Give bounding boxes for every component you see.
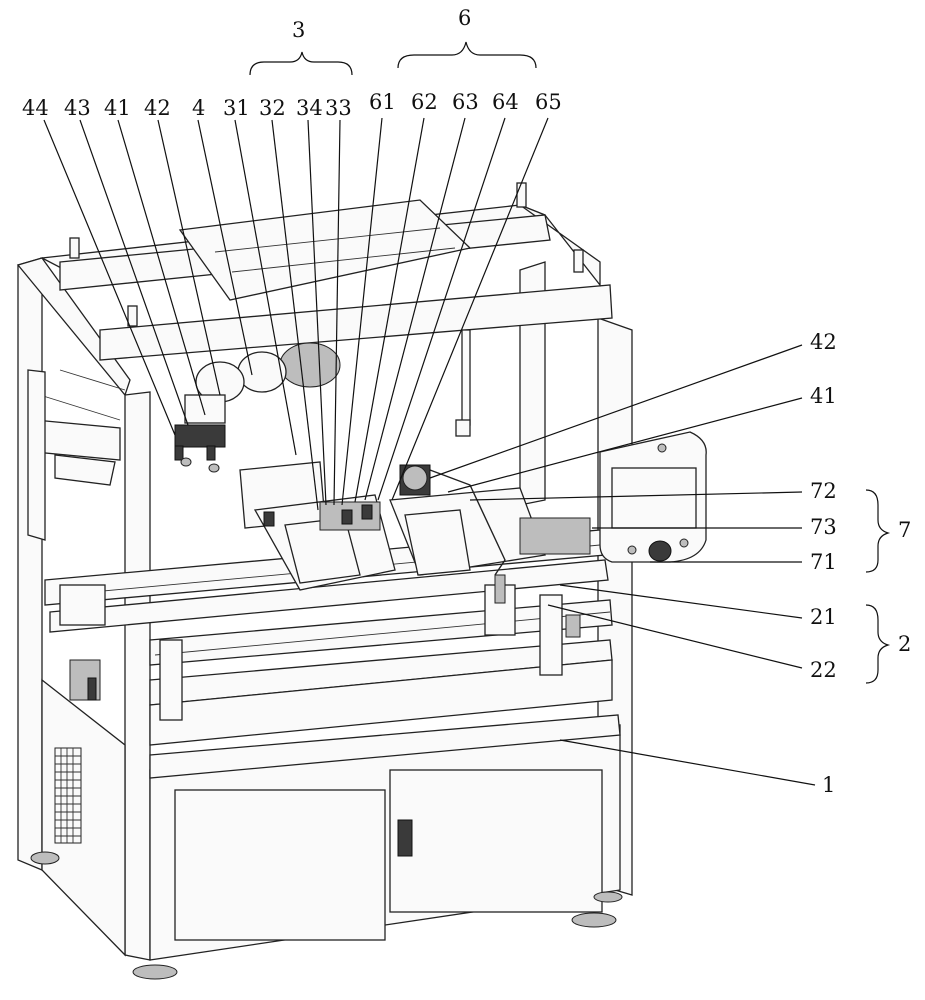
callout-33: 33 [325, 96, 352, 120]
leader-lines [43, 117, 816, 786]
callout-4: 4 [192, 96, 206, 120]
machine-frame [16, 182, 633, 980]
callout-71: 71 [810, 550, 837, 574]
callout-62: 62 [411, 90, 438, 114]
callout-43: 43 [64, 96, 91, 120]
callout-44: 44 [22, 96, 49, 120]
callout-65: 65 [535, 90, 562, 114]
callout-42-right: 42 [810, 330, 837, 354]
callout-41-top: 41 [104, 96, 131, 120]
vent-grid [54, 747, 82, 844]
callout-31: 31 [223, 96, 250, 120]
group-brackets [249, 41, 891, 684]
callout-73: 73 [810, 515, 837, 539]
callout-41-right: 41 [810, 384, 837, 408]
callout-1: 1 [822, 773, 836, 797]
group-label-6: 6 [458, 6, 472, 30]
callout-63: 63 [452, 90, 479, 114]
group-label-2: 2 [898, 632, 912, 656]
callout-42-top: 42 [144, 96, 171, 120]
callout-64: 64 [492, 90, 519, 114]
robot-arm [174, 342, 341, 473]
group-label-7: 7 [898, 518, 912, 542]
left-back-structure [27, 369, 126, 541]
callout-34: 34 [296, 96, 323, 120]
callout-61: 61 [369, 90, 396, 114]
control-panel [599, 431, 707, 563]
group-label-3: 3 [292, 18, 306, 42]
callout-32: 32 [259, 96, 286, 120]
callout-22: 22 [810, 658, 837, 682]
callout-72: 72 [810, 479, 837, 503]
callout-21: 21 [810, 605, 837, 629]
stations [239, 329, 591, 591]
